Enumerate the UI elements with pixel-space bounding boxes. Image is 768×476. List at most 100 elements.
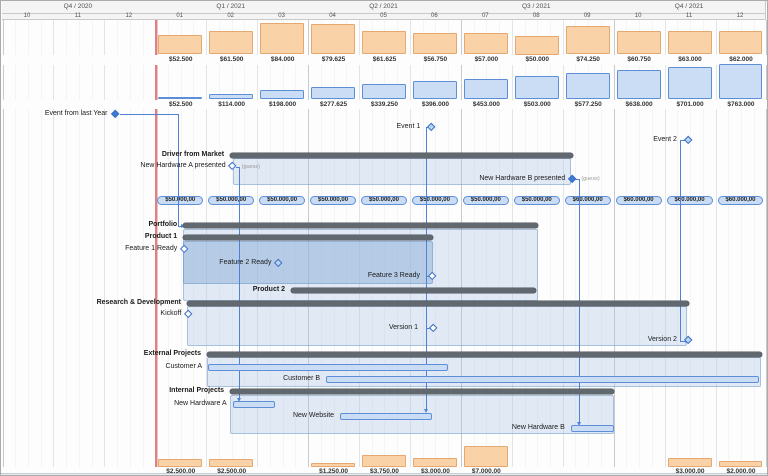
monthly-cost-bar-03[interactable] [260, 22, 305, 55]
cumulative-cost-bar-08[interactable] [514, 76, 559, 100]
monthly-cost-label: $56.750 [423, 56, 448, 63]
driver-block[interactable] [232, 158, 571, 185]
new-hardware-a-bar[interactable] [232, 401, 275, 408]
week-gridline [499, 20, 501, 467]
budget-capsule-12[interactable]: $60.000,00 [717, 195, 764, 205]
product-2-bar[interactable] [291, 287, 537, 293]
customer-b-bar[interactable] [326, 376, 760, 383]
cumulative-cost-label: $638.000 [625, 100, 653, 108]
cumulative-cost-bar-11[interactable] [667, 67, 712, 100]
event-1-diamond[interactable] [426, 122, 436, 132]
month-gridline [613, 20, 615, 473]
cumulative-cost-bar-07[interactable] [463, 78, 508, 100]
cumulative-cost-bar-03[interactable] [260, 90, 305, 100]
month-gridline [715, 20, 717, 473]
monthly-cost-bar-06[interactable] [412, 32, 457, 55]
budget-capsule-10[interactable]: $60.000,00 [615, 195, 662, 205]
budget-capsule-03[interactable]: $50.000,00 [259, 195, 306, 205]
budget-capsule-05[interactable]: $50.000,00 [361, 195, 407, 205]
week-gridline [600, 20, 602, 467]
event-from-last-year-diamond[interactable] [110, 109, 120, 119]
internal-block[interactable] [230, 395, 615, 434]
cumulative-cost-label: $396.000 [421, 100, 449, 108]
budget-capsule-04[interactable]: $50.000,00 [310, 195, 356, 205]
week-gridline [78, 20, 80, 467]
budget-capsule-07[interactable]: $50.000,00 [462, 195, 509, 205]
external-projects-label: External Projects [143, 349, 201, 357]
research-and-development-bar[interactable] [186, 300, 689, 306]
monthly-cost-bar-09[interactable] [565, 26, 610, 55]
monthly-cost-bar-02[interactable] [209, 31, 254, 55]
week-gridline [639, 20, 641, 467]
bottom-cost-label: $1.250,00 [319, 467, 348, 475]
budget-capsule-08[interactable]: $50.000,00 [513, 195, 560, 205]
week-gridline [524, 20, 526, 467]
timeline-quarter-4: Q4 / 2021 [612, 1, 767, 14]
week-gridline [753, 20, 755, 467]
product-1-bar[interactable] [183, 235, 433, 240]
week-gridline [15, 20, 17, 467]
budget-capsule-02[interactable]: $50.000,00 [208, 195, 255, 205]
internal-projects-label: Internal Projects [169, 387, 225, 394]
monthly-cost-label: $52.500 [168, 56, 193, 63]
cumulative-cost-bar-02[interactable] [209, 94, 254, 100]
cumulative-cost-bar-10[interactable] [616, 70, 661, 100]
external-projects-bar[interactable] [206, 351, 763, 357]
monthly-cost-label: $84.000 [270, 56, 295, 63]
cumulative-cost-bar-05[interactable] [362, 83, 406, 100]
product-1-label: Product 1 [144, 233, 178, 240]
customer-a-bar[interactable] [208, 363, 449, 371]
new-website-bar[interactable] [340, 413, 432, 420]
week-gridline [448, 20, 450, 467]
cumulative-cost-bar-09[interactable] [565, 72, 610, 100]
week-gridline [677, 20, 679, 467]
cumulative-cost-bar-04[interactable] [311, 86, 355, 100]
monthly-cost-bar-01[interactable] [158, 34, 203, 55]
conn-nha-presented-nha [236, 166, 241, 168]
monthly-cost-bar-07[interactable] [463, 32, 508, 55]
conn-event2-version2 [680, 340, 686, 342]
monthly-cost-bar-12[interactable] [718, 30, 763, 55]
kickoff-label: Kickoff [160, 310, 182, 317]
bottom-cost-bar-04[interactable] [311, 462, 355, 467]
month-gridline [511, 20, 513, 473]
bottom-cost-bar-07[interactable] [463, 445, 508, 467]
portfolio-bar[interactable] [183, 223, 539, 228]
budget-capsule-01[interactable]: $50.000,00 [157, 195, 204, 205]
budget-capsule-09[interactable]: $60.000,00 [564, 195, 611, 205]
week-gridline [549, 20, 551, 467]
cumulative-cost-bar-12[interactable] [718, 64, 763, 100]
research-and-development-label: Research & Development [96, 298, 181, 306]
timeline-quarter-3: Q3 / 2021 [459, 1, 614, 14]
week-gridline [728, 20, 730, 467]
timeline-quarter-2: Q2 / 2021 [307, 1, 461, 14]
monthly-cost-label: $61.625 [372, 56, 397, 63]
cumulative-cost-bar-06[interactable] [412, 81, 457, 100]
monthly-cost-bar-05[interactable] [362, 31, 406, 55]
event-2-diamond[interactable] [683, 135, 693, 145]
product-1-block[interactable] [183, 241, 433, 284]
monthly-cost-bar-10[interactable] [616, 31, 661, 55]
bottom-cost-bar-01[interactable] [158, 459, 203, 467]
internal-projects-bar[interactable] [230, 389, 615, 394]
bottom-cost-bar-11[interactable] [667, 457, 712, 467]
bottom-cost-label: $2.500,00 [217, 467, 247, 475]
today-line-dark [155, 20, 157, 468]
bottom-cost-bar-12[interactable] [718, 460, 763, 467]
driver-from-market-bar[interactable] [230, 152, 573, 158]
bottom-cost-bar-02[interactable] [209, 459, 254, 467]
monthly-cost-bar-11[interactable] [667, 30, 712, 55]
bottom-cost-bar-05[interactable] [362, 455, 406, 467]
rnd-block[interactable] [186, 306, 687, 346]
timeline-month-14: 12 [714, 13, 767, 20]
budget-capsule-11[interactable]: $60.000,00 [666, 195, 713, 205]
budget-capsule-06[interactable]: $50.000,00 [411, 195, 458, 205]
cumulative-cost-bar-01[interactable] [158, 96, 203, 100]
bottom-cost-bar-06[interactable] [412, 457, 457, 467]
monthly-cost-bar-08[interactable] [514, 35, 559, 55]
product-2-label: Product 2 [252, 285, 286, 293]
monthly-cost-bar-04[interactable] [311, 24, 355, 55]
new-hardware-b-bar[interactable] [570, 425, 615, 432]
event-1-label: Event 1 [396, 122, 421, 130]
cumulative-cost-label: $453.000 [472, 100, 500, 108]
